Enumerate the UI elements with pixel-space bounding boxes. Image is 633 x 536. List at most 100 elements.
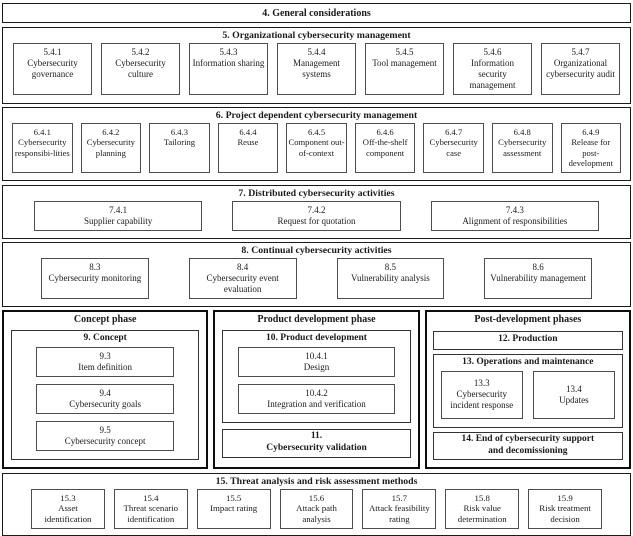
- clause-row: 8.3 Cybersecurity monitoring 8.4 Cyberse…: [3, 257, 630, 306]
- clause-number: 13.4: [566, 383, 582, 394]
- clause-label: Information security management: [469, 57, 516, 90]
- clause-label: Cybersecurity monitoring: [48, 272, 142, 283]
- clause-label: Alignment of responsibilities: [462, 215, 568, 226]
- clause-label: Information sharing: [192, 57, 265, 68]
- clause-label: Supplier capability: [84, 215, 153, 226]
- clause-box: 5.4.1 Cybersecurity governance: [13, 43, 92, 95]
- clause-label: Design: [303, 361, 330, 372]
- clause-label: Cybersecurity assessment: [498, 137, 547, 158]
- iso21434-overview-diagram: 4. General considerations 5. Organizatio…: [2, 3, 631, 536]
- clause-number: 6.4.7: [445, 126, 463, 137]
- group-title: 13. Operations and maintenance: [462, 356, 594, 367]
- section-title: 7. Distributed cybersecurity activities: [238, 187, 395, 199]
- clause-box: 6.4.1 Cybersecurity responsibi-lities: [12, 122, 73, 173]
- clause-number: 15.9: [557, 492, 573, 503]
- clause-label: Cybersecurity incident response: [450, 389, 514, 411]
- section-title: 15. Threat analysis and risk assessment …: [215, 475, 418, 487]
- clause-box: 8.5 Vulnerability analysis: [336, 257, 445, 299]
- group-title: 9. Concept: [83, 332, 127, 343]
- clause-number: 7.4.1: [109, 204, 128, 215]
- clause-box: 13.4 Updates: [532, 370, 615, 419]
- clause-label: Tool management: [372, 57, 437, 68]
- clause-number: 15.5: [225, 492, 242, 503]
- clause-number: 9.3: [99, 350, 111, 361]
- clause-box: 6.4.4 Reuse: [217, 122, 279, 173]
- clause-number: 15.8: [474, 492, 490, 503]
- clause-box: 8.4 Cybersecurity event evaluation: [188, 257, 297, 299]
- clause-number: 10.4.1: [305, 350, 328, 361]
- clause-row: 15.3 Asset identification 15.4 Threat sc…: [3, 488, 630, 535]
- clause-number: 11.: [310, 431, 323, 442]
- clause-box: 5.4.7 Organizational cybersecurity audit: [541, 43, 620, 95]
- clause-row: 7.4.1 Supplier capability 7.4.2 Request …: [3, 200, 630, 238]
- phase-title: Post-development phases: [474, 313, 582, 325]
- post-development-phases-panel: Post-development phases 12. Production 1…: [424, 309, 631, 469]
- clause-box: 15.4 Threat scenario identification: [113, 488, 188, 529]
- clause-label: Reuse: [237, 137, 259, 148]
- operations-maintenance-group: 13. Operations and maintenance 13.3 Cybe…: [432, 353, 623, 428]
- clause-number: 15.3: [60, 492, 76, 503]
- clause-number: 5.4.5: [395, 47, 414, 57]
- clause-label: Impact rating: [210, 503, 258, 514]
- section-distributed-cybersecurity-activities: 7. Distributed cybersecurity activities …: [2, 184, 631, 239]
- clause-box: 9.5 Cybersecurity concept: [36, 420, 175, 451]
- clause-box: 6.4.2 Cybersecurity planning: [80, 122, 142, 173]
- clause-number: 6.4.5: [307, 126, 326, 137]
- clause-box: 7.4.3 Alignment of responsibilities: [430, 200, 599, 231]
- clause-row: 5.4.1 Cybersecurity governance 5.4.2 Cyb…: [3, 42, 630, 103]
- clause-label: Vulnerability analysis: [351, 272, 430, 283]
- clause-label: Cybersecurity concept: [64, 435, 146, 446]
- clause-number: 6.4.4: [239, 126, 257, 137]
- clause-box: 8.3 Cybersecurity monitoring: [41, 257, 149, 299]
- clause-label: Cybersecurity culture: [115, 57, 166, 79]
- clause-label: Cybersecurity event evaluation: [206, 272, 279, 294]
- section-title: 8. Continual cybersecurity activities: [241, 244, 392, 256]
- production-box: 12. Production: [432, 330, 623, 350]
- section-threat-analysis-risk-assessment: 15. Threat analysis and risk assessment …: [2, 472, 631, 536]
- general-considerations-label: 4. General considerations: [262, 7, 371, 19]
- clause-label: Cybersecurity validation: [266, 443, 367, 454]
- clause-label: Cybersecurity goals: [69, 398, 142, 409]
- clause-number: 13.3: [473, 378, 490, 389]
- clause-box: 5.4.2 Cybersecurity culture: [101, 43, 180, 95]
- clause-box: 5.4.5 Tool management: [365, 43, 444, 95]
- section-title: 6. Project dependent cybersecurity manag…: [215, 109, 418, 121]
- clause-box: 8.6 Vulnerability management: [484, 257, 592, 299]
- clause-box: 6.4.6 Off-the-shelf component: [354, 122, 416, 173]
- clause-number: 6.4.8: [513, 126, 531, 137]
- clause-box: 10.4.2 Integration and verification: [238, 383, 395, 414]
- clause-number: 8.3: [89, 261, 101, 272]
- clause-number: 6.4.9: [582, 126, 600, 137]
- clause-number: 5.4.2: [131, 47, 150, 57]
- clause-label: Integration and verification: [267, 398, 366, 409]
- clause-box: 6.4.3 Tailoring: [149, 122, 210, 173]
- phase-title: Product development phase: [257, 313, 376, 325]
- group-title: 10. Product development: [266, 332, 367, 343]
- section-continual-cybersecurity-activities: 8. Continual cybersecurity activities 8.…: [2, 241, 631, 307]
- clause-label: Request for quotation: [277, 215, 356, 226]
- product-development-group: 10. Product development 10.4.1 Design 10…: [222, 329, 411, 423]
- phase-title: Concept phase: [73, 313, 137, 325]
- concept-group: 9. Concept 9.3 Item definition 9.4 Cyber…: [11, 329, 200, 460]
- clause-label: Component out-of-context: [288, 137, 345, 158]
- lifecycle-phases-row: Concept phase 9. Concept 9.3 Item defini…: [2, 309, 631, 469]
- clause-number: 7.4.2: [307, 204, 326, 215]
- clause-box: 9.4 Cybersecurity goals: [36, 383, 175, 414]
- clause-label: Organizational cybersecurity audit: [546, 57, 615, 79]
- cybersecurity-validation-box: 11. Cybersecurity validation: [222, 428, 411, 458]
- clause-label: Vulnerability management: [490, 272, 586, 283]
- clause-row: 13.3 Cybersecurity incident response 13.…: [434, 368, 622, 427]
- clause-row: 6.4.1 Cybersecurity responsibi-lities 6.…: [3, 122, 630, 180]
- clause-box: 9.3 Item definition: [36, 346, 175, 377]
- clause-label: Cybersecurity case: [429, 137, 478, 158]
- clause-number: 6.4.6: [376, 126, 394, 137]
- clause-box: 5.4.3 Information sharing: [189, 43, 268, 95]
- clause-label: Cybersecurity responsibi-lities: [14, 137, 70, 158]
- general-considerations-box: 4. General considerations: [2, 3, 631, 23]
- clause-column: 9.3 Item definition 9.4 Cybersecurity go…: [12, 344, 198, 459]
- clause-box: 7.4.1 Supplier capability: [34, 200, 203, 231]
- clause-number: 6.4.1: [33, 126, 51, 137]
- clause-number: 8.5: [384, 261, 396, 272]
- clause-box: 15.5 Impact rating: [196, 488, 271, 529]
- clause-box: 5.4.4 Management systems: [277, 43, 356, 95]
